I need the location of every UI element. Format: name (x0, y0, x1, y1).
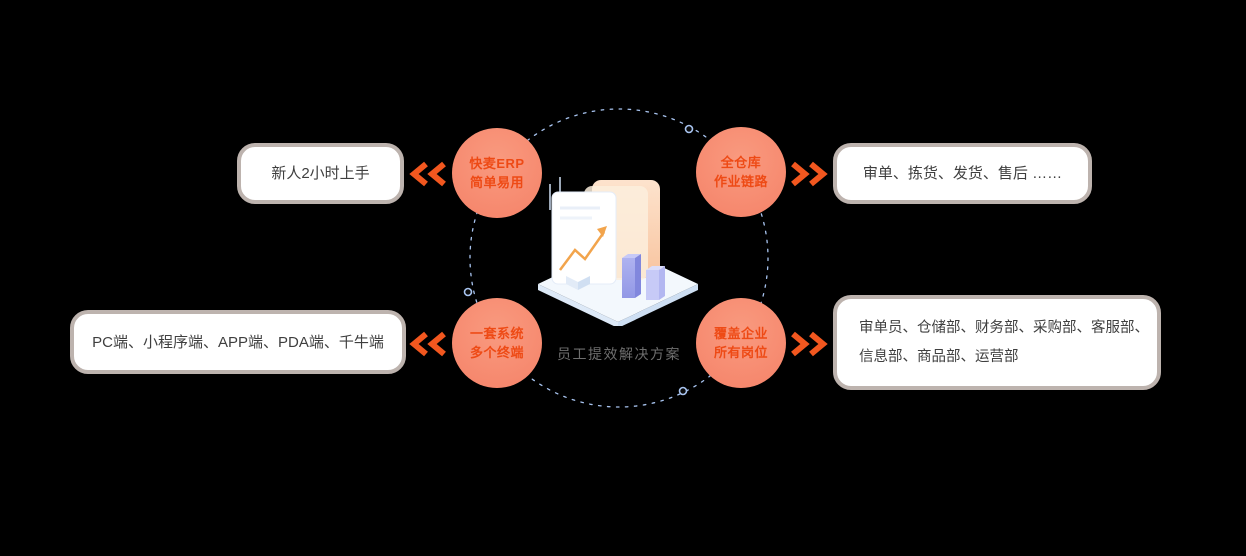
feature-circle-top-left: 快麦ERP 简单易用 (452, 128, 542, 218)
feature-circle-bottom-left: 一套系统 多个终端 (452, 298, 542, 388)
circle-text-line: 作业链路 (713, 174, 768, 189)
circle-text-line: 快麦ERP (469, 156, 525, 171)
circle-text-line: 一套系统 (469, 326, 524, 341)
circle-text-line: 覆盖企业 (713, 326, 768, 341)
chevron-left-icon (406, 331, 448, 357)
orbit-dot (463, 287, 473, 297)
circle-text-line: 简单易用 (469, 175, 524, 190)
chevron-left-icon (406, 161, 448, 187)
info-box-text: PC端、小程序端、APP端、PDA端、千牛端 (92, 333, 384, 351)
circle-text-line: 多个终端 (469, 345, 524, 360)
info-box-bottom-right: 审单员、仓储部、财务部、采购部、客服部、 信息部、商品部、运营部 (833, 295, 1161, 390)
diagram-title: 员工提效解决方案 (557, 346, 681, 362)
orbit-dot (678, 386, 688, 396)
info-box-top-right: 审单、拣货、发货、售后 …… (833, 143, 1092, 204)
feature-circle-bottom-right: 覆盖企业 所有岗位 (696, 298, 786, 388)
circle-text-line: 全仓库 (720, 155, 762, 170)
feature-circle-top-right: 全仓库 作业链路 (696, 127, 786, 217)
orbit-dot (684, 124, 694, 134)
chevron-right-icon (789, 331, 831, 357)
info-box-text: 信息部、商品部、运营部 (859, 348, 1019, 365)
center-illustration (538, 177, 698, 326)
circle-text-line: 所有岗位 (713, 345, 768, 360)
chevron-right-icon (789, 161, 831, 187)
info-box-bottom-left: PC端、小程序端、APP端、PDA端、千牛端 (70, 310, 406, 374)
info-box-text: 新人2小时上手 (271, 165, 370, 182)
info-box-text: 审单、拣货、发货、售后 …… (862, 165, 1063, 182)
info-box-top-left: 新人2小时上手 (237, 143, 404, 204)
info-box-text: 审单员、仓储部、财务部、采购部、客服部、 (859, 319, 1149, 336)
